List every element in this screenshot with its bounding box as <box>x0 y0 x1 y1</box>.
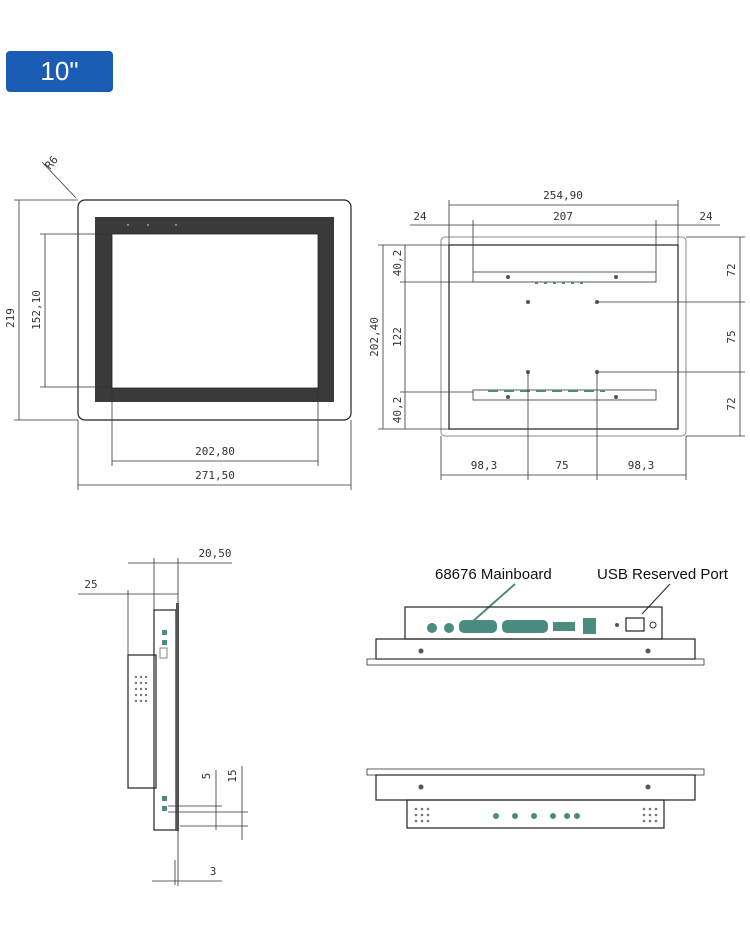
port-bezel-top <box>366 658 705 666</box>
dim-bottom-right: 98,3 <box>628 459 655 472</box>
dim-right-mid: 75 <box>725 330 738 343</box>
side-port <box>162 640 167 645</box>
dim-rear-height: 202,40 <box>368 317 381 357</box>
rear-top-rail <box>472 271 657 283</box>
front-bezel <box>77 199 352 421</box>
dim-box-depth: 25 <box>84 578 97 591</box>
front-screen-area <box>111 233 319 389</box>
bottom-vent-right <box>642 807 658 823</box>
bottom-screw <box>418 784 424 790</box>
port-view-top: 68676 Mainboard USB Reserved Port <box>366 566 729 666</box>
dim-bottom-left: 98,3 <box>471 459 498 472</box>
usb-arrow <box>641 583 671 615</box>
rear-bottom-rail <box>472 389 657 401</box>
screw-hole <box>506 275 510 279</box>
radius-label: R6 <box>42 153 60 172</box>
port-screw <box>418 648 424 654</box>
size-badge: 10" <box>6 51 113 92</box>
screw-hole <box>614 395 618 399</box>
bottom-bezel <box>366 768 705 776</box>
dim-side-5: 5 <box>200 773 213 780</box>
side-bezel <box>176 603 179 831</box>
side-vent-dots <box>134 675 148 703</box>
rear-panel <box>448 244 679 430</box>
screw-hole <box>614 275 618 279</box>
port-view-bottom <box>366 768 705 829</box>
screw-hole <box>506 395 510 399</box>
dim-bottom-offset: 40,2 <box>391 397 404 424</box>
size-badge-label: 10" <box>40 56 79 86</box>
radius-leader <box>41 161 77 199</box>
dim-left-margin: 24 <box>413 210 427 223</box>
dim-outer-width: 271,50 <box>195 469 235 482</box>
port-screw <box>645 648 651 654</box>
dim-right-top: 72 <box>725 263 738 276</box>
side-port <box>162 796 167 801</box>
front-view: R6 219 152,10 202,80 271,50 <box>4 153 352 490</box>
vesa-hole <box>526 300 530 304</box>
rear-outer-frame <box>440 236 687 437</box>
usb-reserved-port <box>625 617 645 632</box>
mainboard-arrow <box>471 583 516 623</box>
port-power-jack <box>649 621 657 629</box>
port-lan-connector <box>553 622 575 631</box>
mainboard-label: 68676 Mainboard <box>435 566 552 583</box>
port-screw <box>615 623 619 627</box>
usb-port-label: USB Reserved Port <box>597 566 729 583</box>
side-view: 20,50 25 5 15 3 <box>78 547 248 886</box>
side-port <box>162 630 167 635</box>
bottom-screw <box>645 784 651 790</box>
dim-side-15: 15 <box>226 769 239 782</box>
port-round-connector <box>444 623 454 633</box>
dim-mid-span: 122 <box>391 327 404 347</box>
dim-top-offset: 40,2 <box>391 250 404 277</box>
dim-side-3: 3 <box>210 865 217 878</box>
bottom-vent-left <box>414 807 430 823</box>
dim-hole-span: 207 <box>553 210 573 223</box>
dim-inner-height: 152,10 <box>30 290 43 330</box>
dim-right-margin: 24 <box>699 210 713 223</box>
side-port <box>162 806 167 811</box>
port-usb-connector <box>583 618 596 634</box>
side-port-frame <box>159 647 168 659</box>
bottom-buttons <box>493 813 580 819</box>
front-sensor-dot <box>147 224 149 226</box>
side-electronics-box <box>127 654 157 789</box>
dim-right-bottom: 72 <box>725 397 738 410</box>
port-db-connector <box>502 620 548 633</box>
front-sensor-dot <box>175 224 177 226</box>
dim-rear-width: 254,90 <box>543 189 583 202</box>
bottom-board <box>406 799 665 829</box>
front-sensor-dot <box>127 224 129 226</box>
dim-inner-width: 202,80 <box>195 445 235 458</box>
port-db-connector <box>459 620 497 633</box>
dim-height-219: 219 <box>4 308 17 328</box>
port-round-connector <box>427 623 437 633</box>
dim-bottom-mid: 75 <box>555 459 568 472</box>
dim-side-depth: 20,50 <box>198 547 231 560</box>
rear-view: 254,90 24 207 24 202,40 40,2 122 40,2 72… <box>368 189 745 480</box>
